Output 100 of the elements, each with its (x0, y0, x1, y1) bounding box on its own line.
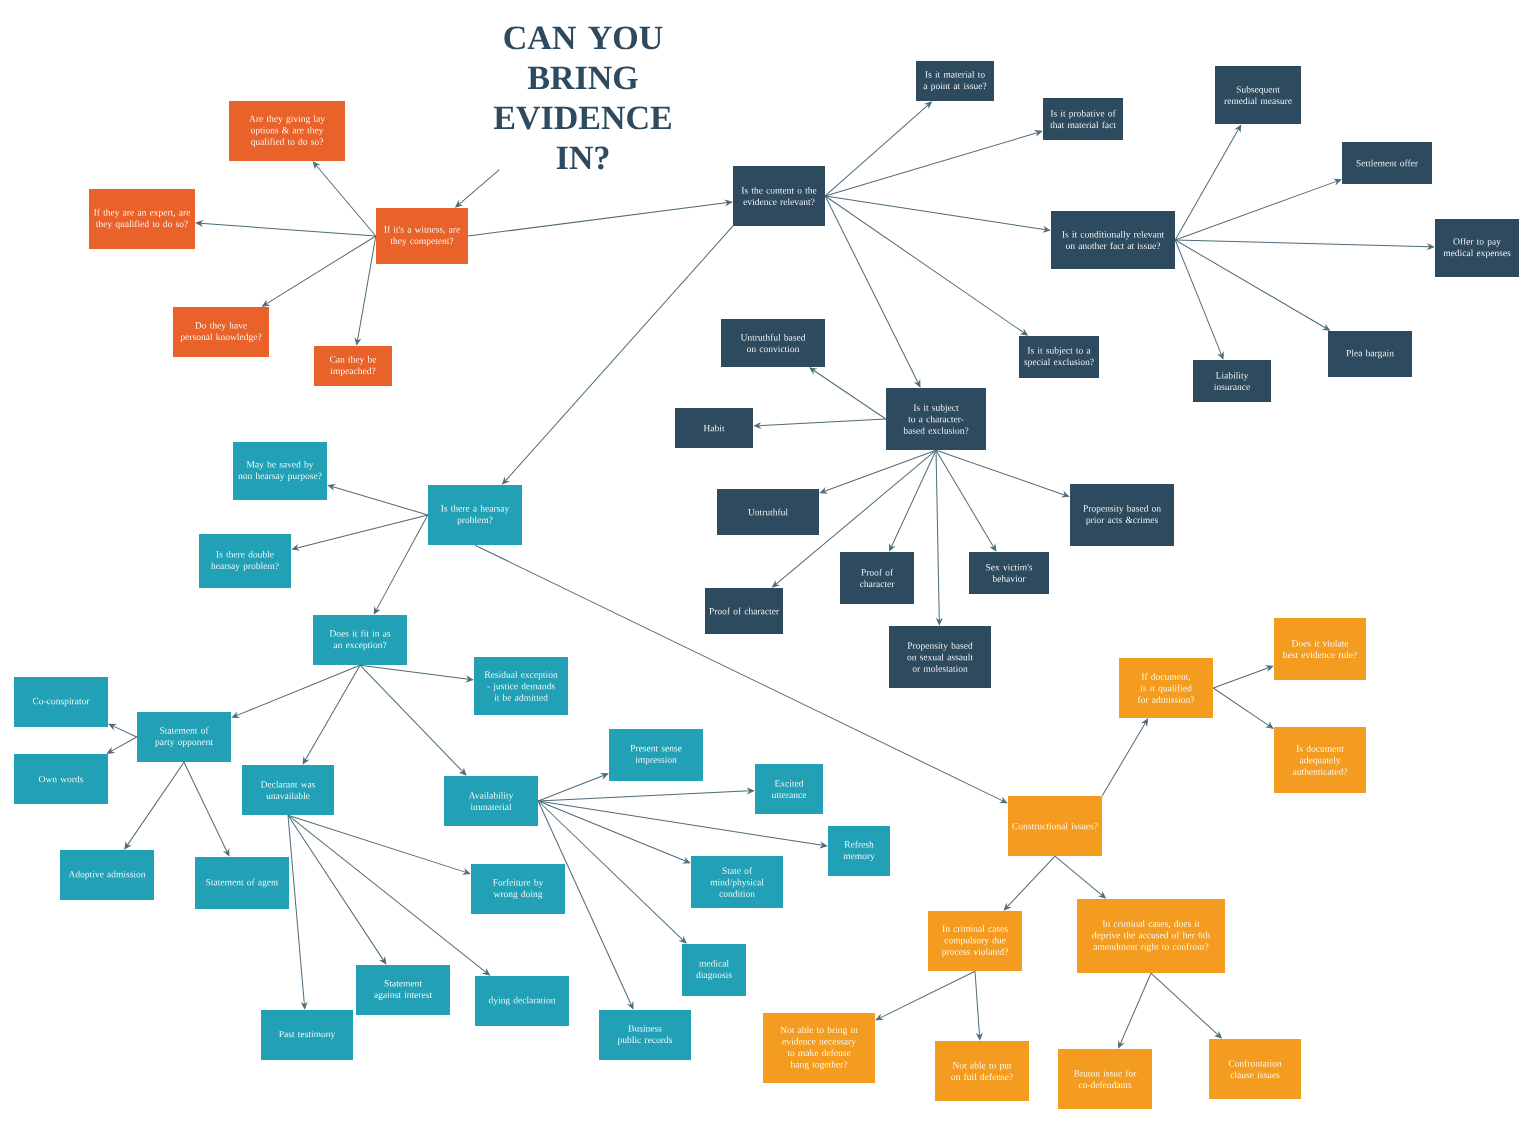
arrow (537, 788, 755, 802)
arrow (107, 736, 138, 754)
question-box: Is document adequately authenticated? (1274, 727, 1366, 793)
question-box: Offer to pay medical expenses (1435, 219, 1519, 277)
question-box: If they are an expert, are they qualified to do so? (89, 189, 195, 249)
arrow (231, 664, 361, 718)
question-box: May be saved by non hearsay purpose? (233, 442, 327, 500)
question-box: Residual exception - justice demands it be admitted (474, 657, 568, 715)
arrow (327, 484, 429, 516)
question-box: Statement against interest (356, 965, 450, 1015)
arrow (809, 367, 887, 420)
question-box: Settlement offer (1342, 142, 1432, 184)
question-box: Excited utterance (755, 764, 823, 814)
arrow (302, 664, 361, 765)
question-box: Declarant was unavailable (242, 765, 334, 815)
question-box: Is it subject to a character-based exclusion? (886, 388, 986, 450)
arrow (824, 195, 921, 388)
arrow (1174, 124, 1242, 241)
question-box: Proof of character (705, 588, 783, 634)
arrow (772, 449, 937, 588)
question-box: Do they have personal knowledge? (173, 307, 269, 357)
arrow (1174, 239, 1330, 331)
arrow (537, 800, 687, 944)
question-box: State of mind/physical condition (691, 856, 783, 908)
question-box: Not able to put on full defense? (935, 1041, 1029, 1101)
question-box: Is it conditionally relevant on another fact at issue? (1051, 211, 1175, 269)
question-box: Does it violate best evidence rule? (1274, 618, 1366, 680)
arrow (1212, 665, 1274, 689)
arrow (287, 814, 308, 1010)
question-box: Constructional issues? (1008, 796, 1102, 856)
question-box: Past testimony (261, 1010, 353, 1060)
arrow (824, 101, 932, 197)
question-box: dying declaration (475, 976, 569, 1026)
arrow (1174, 239, 1224, 360)
arrow (108, 723, 138, 738)
arrow (1054, 855, 1106, 899)
question-box: Sex victim's behavior (969, 552, 1049, 594)
arrow (359, 664, 467, 776)
question-box: Refresh memory (828, 826, 890, 876)
question-box: Liability insurance (1193, 360, 1271, 402)
arrow (467, 199, 733, 237)
arrow (824, 195, 1051, 233)
arrow (183, 761, 230, 857)
question-box: Plea bargain (1328, 331, 1412, 377)
question-box: Propensity based on prior acts &crimes (1070, 484, 1174, 546)
arrow (974, 970, 983, 1041)
question-box: Is there a hearsay problem? (428, 485, 522, 545)
arrow (1212, 687, 1274, 729)
arrow (354, 235, 377, 346)
question-box: Propensity based on sexual assault or molestation (889, 626, 991, 688)
arrow (287, 814, 471, 875)
question-box: Can they be impeached? (314, 346, 392, 386)
question-box: Is it material to a point at issue? (916, 61, 994, 101)
arrow (1003, 855, 1056, 911)
question-box: Forfeiture by wrong doing (471, 864, 565, 914)
question-box: Is the content o the evidence relevant? (733, 166, 825, 226)
arrow (537, 800, 634, 1010)
arrow (373, 514, 429, 615)
question-box: Does it fit in as an exception? (313, 615, 407, 665)
question-box: If it's a witness, are they competent? (376, 208, 468, 264)
arrow (1150, 972, 1222, 1039)
arrow (287, 814, 490, 976)
question-box: Own words (14, 754, 108, 804)
arrow (455, 169, 500, 208)
arrow (359, 664, 474, 682)
question-box: Subsequent remedial measure (1215, 66, 1301, 124)
question-box: If document, is it qualified for admission? (1119, 658, 1213, 718)
arrow (1174, 178, 1342, 241)
question-box: Is there double hearsay problem? (199, 534, 291, 588)
arrow (889, 449, 937, 552)
question-box: Bruton issue for co-defendants (1058, 1049, 1152, 1109)
question-box: Habit (675, 408, 753, 448)
question-box: Statement of agent (195, 857, 289, 909)
question-box: Is it subject to a special exclusion? (1019, 336, 1099, 378)
question-box: Confrontation clause issues (1209, 1039, 1301, 1099)
question-box: In criminal cases compulsory due process violated? (928, 911, 1022, 971)
question-box: medical diagnosis (682, 944, 746, 996)
arrow (1174, 239, 1435, 250)
question-box: Untruthful (717, 489, 819, 535)
question-box: Availability immaterial (444, 776, 538, 826)
arrow (753, 418, 887, 429)
question-box: Is it probative of that material fact (1043, 98, 1123, 140)
arrow (312, 161, 377, 237)
question-box: Not able to bring in evidence necessary to make defense hang together? (763, 1013, 875, 1083)
question-box: Statement of party opponent (137, 712, 231, 762)
question-box: Untruthful based on conviction (721, 319, 825, 367)
arrow (1118, 972, 1152, 1049)
arrow (474, 544, 1008, 804)
arrow (935, 449, 997, 552)
arrow (537, 800, 691, 864)
arrow (824, 195, 1028, 336)
arrow (287, 814, 387, 965)
arrow (875, 970, 976, 1021)
arrow (537, 773, 609, 802)
question-box: Co-conspirator (14, 677, 108, 727)
arrow (502, 225, 734, 485)
title-text: CAN YOU BRING EVIDENCE IN? (493, 26, 671, 170)
question-box: Adoptive admission (60, 850, 154, 900)
arrow (195, 220, 377, 237)
arrow (1101, 718, 1149, 797)
